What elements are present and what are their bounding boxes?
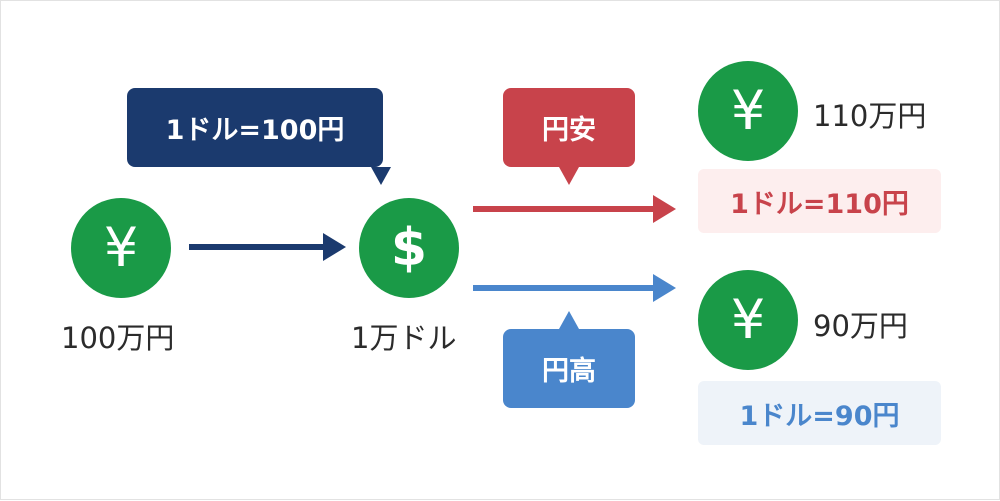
bubble-tail	[559, 311, 579, 329]
yen-weak-rate: 1ドル=110円	[730, 188, 909, 220]
yen-weak-amount: 110万円	[813, 99, 927, 133]
yen-weak-bubble: 円安	[503, 88, 635, 185]
dollar-coin-icon: $	[359, 198, 459, 298]
start-amount: 100万円	[61, 321, 175, 355]
arrow-yen-weak	[473, 195, 676, 223]
yen-weak-rate-box: 1ドル=110円	[698, 169, 941, 233]
arrow-start-to-dollar	[189, 233, 346, 261]
yen-icon: ¥	[730, 79, 766, 142]
yen-strong-rate-box: 1ドル=90円	[698, 381, 941, 445]
yen-coin-icon: ¥	[698, 270, 798, 370]
yen-strong-rate: 1ドル=90円	[739, 400, 900, 432]
exchange-rate-bubble: 1ドル=100円	[127, 88, 391, 185]
arrow-yen-strong	[473, 274, 676, 302]
yen-weak-label: 円安	[542, 115, 596, 146]
dollar-icon: $	[390, 218, 428, 278]
yen-icon: ¥	[103, 216, 139, 279]
yen-coin-icon: ¥	[698, 61, 798, 161]
bubble-tail	[371, 167, 391, 185]
bubble-tail	[559, 167, 579, 185]
dollar-amount: 1万ドル	[351, 321, 457, 355]
exchange-rate-label: 1ドル=100円	[165, 115, 345, 146]
yen-icon: ¥	[730, 288, 766, 351]
yen-strong-amount: 90万円	[813, 309, 908, 343]
yen-coin-icon: ¥	[71, 198, 171, 298]
yen-strong-label: 円高	[542, 356, 596, 387]
yen-strong-bubble: 円高	[503, 311, 635, 408]
